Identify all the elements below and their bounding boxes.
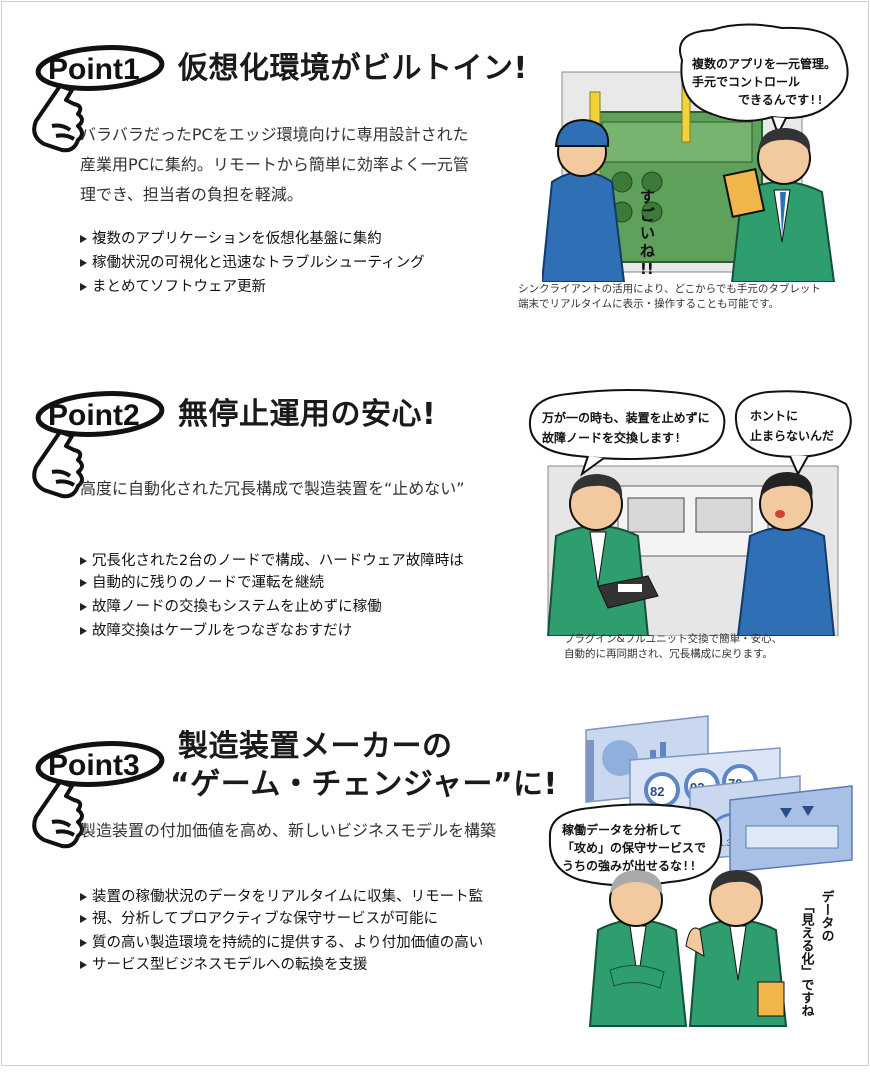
pointing-hand-icon bbox=[32, 84, 84, 153]
exclaim-char: ご bbox=[640, 206, 656, 224]
folder-icon bbox=[757, 981, 785, 1017]
speech-bubble bbox=[679, 23, 849, 122]
bullet-list: 複数のアプリケーションを仮想化基盤に集約 稼働状況の可視化と迅速なトラブルシュー… bbox=[80, 228, 425, 298]
section-title: 製造装置メーカーの “ゲーム・チェンジャー”に! bbox=[170, 728, 558, 804]
lead-line: 産業用PCに集約。リモートから簡単に効率よく一元管 bbox=[80, 155, 469, 174]
bullet-item: 質の高い製造環境を持続的に提供する、より付加価値の高い bbox=[80, 932, 483, 954]
bullet-item-continued: 自動的に残りのノードで運転を継続 bbox=[80, 572, 464, 594]
vertical-caption: データの 「見える化」ですね bbox=[799, 889, 835, 1017]
exclaim-char: ね bbox=[640, 242, 655, 260]
lead-line: 理でき、担当者の負担を軽減。 bbox=[80, 185, 303, 204]
bullet-item-continued: 視、分析してプロアクティブな保守サービスが可能に bbox=[80, 908, 483, 930]
section-lead: 高度に自動化された冗長構成で製造装置を“止めない” bbox=[80, 474, 465, 504]
section-title: 仮想化環境がビルトイン! bbox=[178, 51, 528, 86]
point-badge-graphic: Point3 bbox=[32, 741, 165, 849]
exclaim-char: い bbox=[640, 224, 655, 242]
bubble-line: 「攻め」の保守サービスで bbox=[562, 840, 706, 855]
bullet-item: まとめてソフトウェア更新 bbox=[80, 276, 425, 298]
bubble-line: 稼働データを分析して bbox=[562, 822, 682, 837]
lead-line: 高度に自動化された冗長構成で製造装置を“止めない” bbox=[80, 479, 465, 498]
bubble-line: 手元でコントロール bbox=[692, 74, 800, 89]
speech-bubble bbox=[548, 803, 722, 887]
illustration-caption: シンクライアントの活用により、どこからでも手元のタブレット 端末でリアルタイムに… bbox=[518, 282, 821, 312]
manager-figure bbox=[722, 128, 836, 282]
badge-label: Point2 bbox=[48, 399, 140, 432]
bubble-line: うちの強みが出せるな!! bbox=[562, 858, 696, 873]
bubble-line: 複数のアプリを一元管理。 bbox=[691, 56, 836, 71]
bullet-item: 冗長化された2台のノードで構成、ハードウェア故障時は bbox=[80, 550, 464, 572]
bullet-item: 故障ノードの交換もシステムを止めずに稼働 bbox=[80, 596, 464, 618]
manager-figure bbox=[546, 474, 659, 636]
worker-figure bbox=[736, 472, 836, 636]
tablet-icon bbox=[722, 167, 766, 219]
bubble-line: ホントに bbox=[750, 409, 798, 423]
bubble-line: 止まらないんだ bbox=[750, 428, 834, 443]
worker-figure bbox=[542, 118, 626, 282]
bubble-line: できるんです!! bbox=[738, 93, 824, 107]
manager-figure bbox=[588, 870, 688, 1027]
exclaim-char: す bbox=[640, 188, 655, 206]
lead-line: バラバラだったPCをエッジ環境向けに専用設計された bbox=[80, 125, 469, 144]
pointing-hand-icon bbox=[32, 780, 84, 849]
illustration-node-swap: 万が一の時も、装置を止めずに 故障ノードを交換します! ホントに 止まらないんだ bbox=[528, 389, 852, 636]
title-line: “ゲーム・チェンジャー”に! bbox=[170, 767, 558, 802]
point-badge: Point1 bbox=[22, 26, 172, 156]
bullet-item: 故障交換はケーブルをつなぎなおすだけ bbox=[80, 620, 464, 642]
speech-bubble bbox=[734, 390, 852, 458]
point-badge-graphic: Point2 bbox=[32, 391, 165, 499]
dashboard-panels: 82 92 70 41.3 bbox=[585, 715, 853, 873]
bullet-item-continued: サービス型ビジネスモデルへの転換を支援 bbox=[80, 954, 483, 976]
title-line: 製造装置メーカーの bbox=[178, 729, 453, 764]
gauge-value: 82 bbox=[650, 784, 664, 799]
lead-line: 製造装置の付加価値を高め、新しいビジネスモデルを構築 bbox=[80, 821, 497, 840]
point-badge: Point3 bbox=[22, 722, 172, 852]
bullet-item: 複数のアプリケーションを仮想化基盤に集約 bbox=[80, 228, 425, 250]
vertical-line: 「見える化」ですね bbox=[799, 900, 816, 1017]
cap-icon bbox=[554, 118, 610, 147]
badge-label: Point1 bbox=[48, 53, 140, 86]
bullet-list: 冗長化された2台のノードで構成、ハードウェア故障時は 自動的に残りのノードで運転… bbox=[80, 550, 464, 642]
caption-line: シンクライアントの活用により、どこからでも手元のタブレット bbox=[518, 283, 821, 295]
bullet-list: 装置の稼働状況のデータをリアルタイムに収集、リモート監 視、分析してプロアクティ… bbox=[80, 886, 483, 976]
bubble-line: 故障ノードを交換します! bbox=[542, 430, 681, 445]
manager-figure bbox=[685, 870, 788, 1027]
pointing-hand-icon bbox=[32, 430, 84, 499]
vertical-line: データの bbox=[819, 889, 835, 942]
exclaim-char: !! bbox=[640, 260, 654, 278]
caption-line: 自動的に再同期され、冗長構成に戻ります。 bbox=[564, 648, 774, 660]
section-lead: バラバラだったPCをエッジ環境向けに専用設計された 産業用PCに集約。リモートか… bbox=[80, 120, 469, 210]
point-badge-graphic: Point1 bbox=[32, 45, 165, 153]
bullet-item: 装置の稼働状況のデータをリアルタイムに収集、リモート監 bbox=[80, 886, 483, 908]
caption-line: 端末でリアルタイムに表示・操作することも可能です。 bbox=[518, 298, 780, 310]
gauge-value: 41.3 bbox=[714, 838, 732, 848]
section-title: 無停止運用の安心! bbox=[178, 397, 437, 432]
speech-bubble bbox=[528, 389, 726, 460]
bubble-line: 万が一の時も、装置を止めずに bbox=[541, 410, 710, 425]
illustration-tablet-control: 複数のアプリを一元管理。 手元でコントロール できるんです!! す ご い ね … bbox=[542, 23, 849, 282]
illustration-caption: プラグイン&フルユニット交換で簡単・安心、 自動的に再同期され、冗長構成に戻りま… bbox=[564, 632, 782, 662]
badge-label: Point3 bbox=[48, 749, 140, 782]
illustration-data-visualization: 82 92 70 41.3 稼働データを分析して 「攻め」の保守サービスで うち… bbox=[548, 715, 853, 1027]
section-lead: 製造装置の付加価値を高め、新しいビジネスモデルを構築 bbox=[80, 816, 496, 846]
point-badge: Point2 bbox=[22, 372, 172, 502]
caption-line: プラグイン&フルユニット交換で簡単・安心、 bbox=[564, 633, 783, 645]
bullet-item: 稼働状況の可視化と迅速なトラブルシューティング bbox=[80, 252, 425, 274]
